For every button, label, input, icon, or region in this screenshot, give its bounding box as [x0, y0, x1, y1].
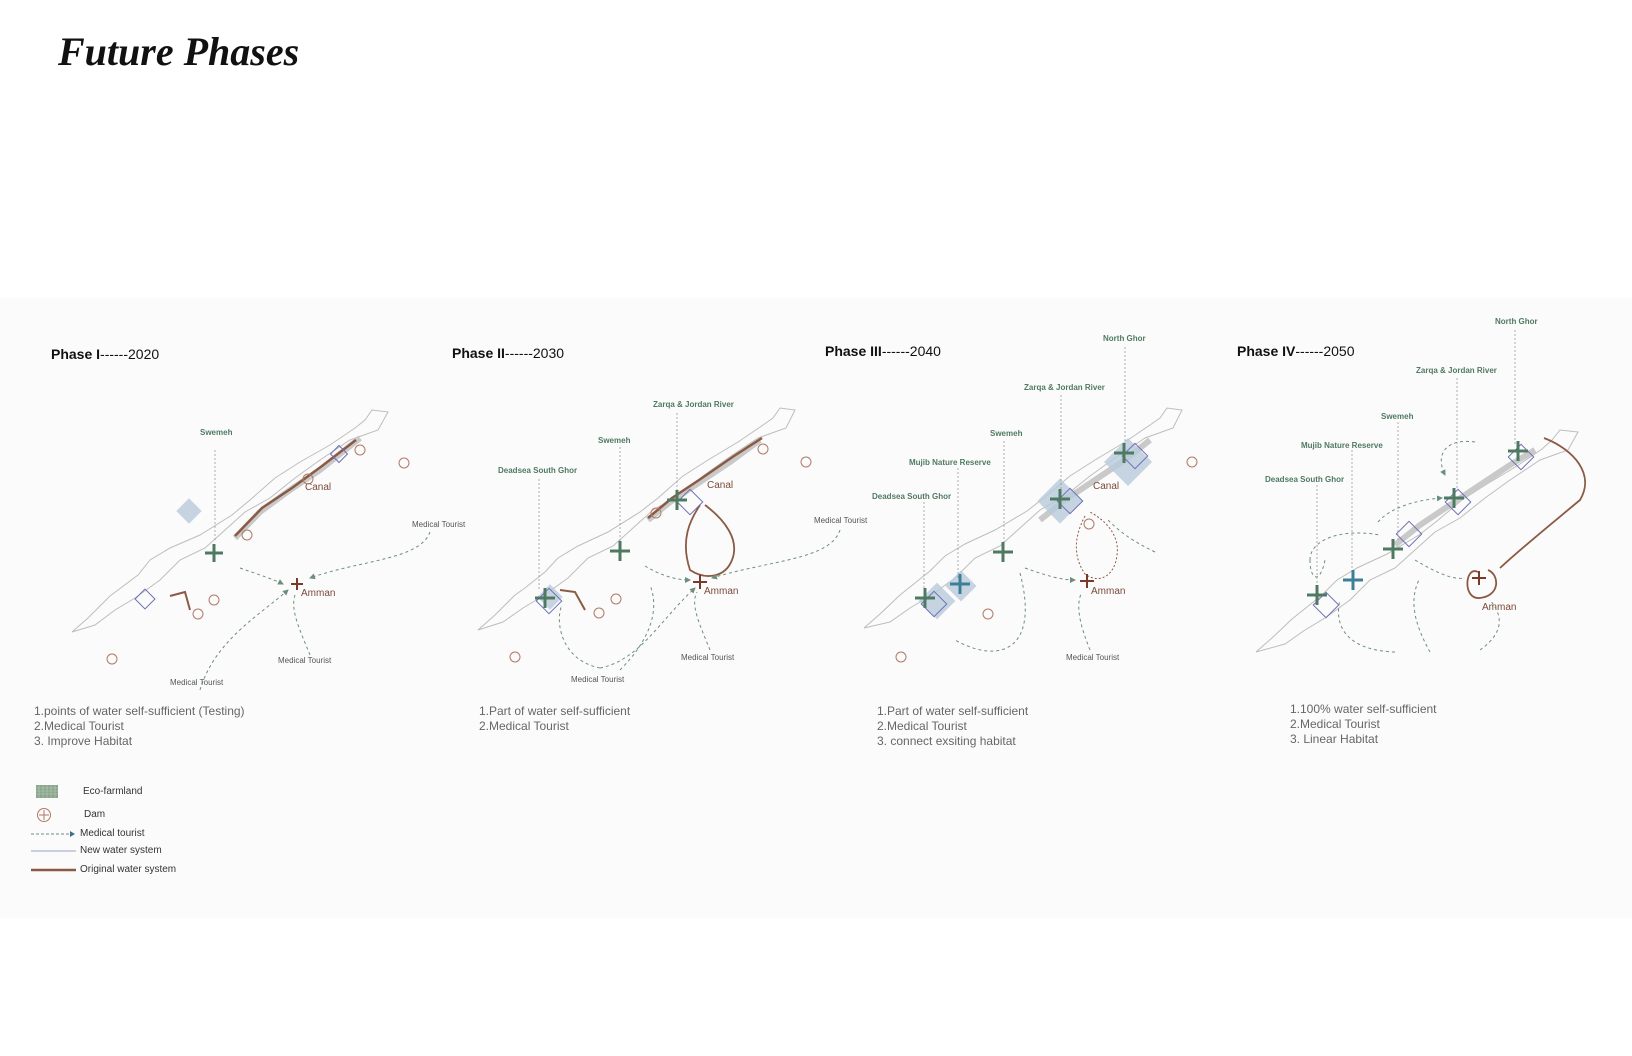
- phase-1-goals: 1.points of water self-sufficient (Testi…: [34, 704, 245, 749]
- goal-item: 2.Medical Tourist: [1290, 717, 1380, 731]
- medical-tourist-label: Medical Tourist: [170, 678, 224, 687]
- green-plus-marker: [610, 541, 630, 561]
- map-label: Zarqa & Jordan River: [1416, 366, 1497, 375]
- goal-item: 3. connect exsiting habitat: [877, 734, 1016, 748]
- page-title: Future Phases: [58, 29, 300, 74]
- dam-icons: [895, 456, 1198, 663]
- city-label: Amman: [1482, 602, 1516, 613]
- medical-tourist-label: Medical Tourist: [278, 656, 332, 665]
- map-label: Mujib Nature Reserve: [1301, 441, 1383, 450]
- green-plus-marker: [535, 588, 555, 608]
- phase-1-heading: Phase I------2020: [51, 346, 160, 362]
- map-label: Zarqa & Jordan River: [1024, 383, 1105, 392]
- thick-line-icon: [31, 868, 76, 872]
- dam-icons: [106, 444, 410, 665]
- map-label: North Ghor: [1495, 317, 1538, 326]
- green-plus-marker: [1508, 441, 1528, 461]
- phase-2-heading: Phase II------2030: [452, 345, 565, 361]
- green-plus-marker: [667, 490, 687, 510]
- phase-3-map: North Ghor Zarqa & Jordan River Swemeh M…: [863, 334, 1198, 663]
- goal-item: 1.Part of water self-sufficient: [479, 704, 631, 718]
- amman-marker: [693, 575, 707, 589]
- map-label: North Ghor: [1103, 334, 1146, 343]
- blue-plus-marker: [950, 574, 970, 594]
- canal-label: Canal: [305, 482, 331, 493]
- medical-tourist-label: Medical Tourist: [681, 653, 735, 662]
- dashed-arrow-icon: [31, 831, 75, 837]
- green-plus-marker: [1383, 539, 1403, 559]
- canal-label: Canal: [1093, 481, 1119, 492]
- phase-4-map: North Ghor Zarqa & Jordan River Swemeh M…: [1255, 317, 1586, 653]
- medical-tourist-label: Medical Tourist: [412, 520, 466, 529]
- map-label: Deadsea South Ghor: [498, 466, 577, 475]
- canal-label: Canal: [707, 480, 733, 491]
- goal-item: 1.points of water self-sufficient (Testi…: [34, 704, 245, 718]
- medical-tourist-label: Medical Tourist: [1066, 653, 1120, 662]
- city-label: Amman: [1091, 586, 1125, 597]
- dam-icon: [37, 808, 51, 822]
- green-plus-marker: [915, 588, 935, 608]
- dam-icons: [509, 443, 812, 663]
- phase-4-heading: Phase IV------2050: [1237, 343, 1355, 359]
- goal-item: 2.Medical Tourist: [877, 719, 967, 733]
- amman-marker: [291, 578, 303, 590]
- green-plus-marker: [1050, 489, 1070, 509]
- goal-item: 1.100% water self-sufficient: [1290, 702, 1437, 716]
- map-label: Deadsea South Ghor: [1265, 475, 1344, 484]
- blue-plus-marker: [1343, 570, 1363, 590]
- phase-2-map: Zarqa & Jordan River Swemeh Deadsea Sout…: [477, 400, 868, 684]
- goal-item: 1.Part of water self-sufficient: [877, 704, 1029, 718]
- map-label: Deadsea South Ghor: [872, 492, 951, 501]
- diagram-panel: [0, 298, 1632, 918]
- phase-1-map: Swemeh Amman Canal Medical Tourist Medic…: [71, 409, 466, 691]
- map-label: Swemeh: [598, 436, 631, 445]
- phase-3-heading: Phase III------2040: [825, 343, 941, 359]
- goal-item: 3. Linear Habitat: [1290, 732, 1379, 746]
- phase-4-goals: 1.100% water self-sufficient 2.Medical T…: [1290, 702, 1437, 747]
- green-plus-marker: [1307, 585, 1327, 605]
- goal-item: 3. Improve Habitat: [34, 734, 133, 748]
- map-label: Zarqa & Jordan River: [653, 400, 734, 409]
- map-label: Swemeh: [1381, 412, 1414, 421]
- goal-item: 2.Medical Tourist: [479, 719, 569, 733]
- amman-marker: [1080, 574, 1094, 588]
- goal-item: 2.Medical Tourist: [34, 719, 124, 733]
- city-label: Amman: [704, 586, 738, 597]
- map-label: Swemeh: [200, 428, 233, 437]
- phase-3-goals: 1.Part of water self-sufficient 2.Medica…: [877, 704, 1028, 749]
- amman-marker: [1472, 571, 1486, 585]
- map-label: Swemeh: [990, 429, 1023, 438]
- map-label: Mujib Nature Reserve: [909, 458, 991, 467]
- eco-farmland-swatch: [36, 785, 58, 798]
- green-plus-marker: [993, 542, 1013, 562]
- green-plus-marker: [205, 544, 223, 562]
- medical-tourist-label: Medical Tourist: [814, 516, 868, 525]
- green-plus-marker: [1444, 488, 1464, 508]
- thin-line-icon: [31, 850, 76, 852]
- medical-tourist-label: Medical Tourist: [571, 675, 625, 684]
- green-plus-marker: [1114, 443, 1134, 463]
- phase-2-goals: 1.Part of water self-sufficient 2.Medica…: [479, 704, 630, 734]
- city-label: Amman: [301, 588, 335, 599]
